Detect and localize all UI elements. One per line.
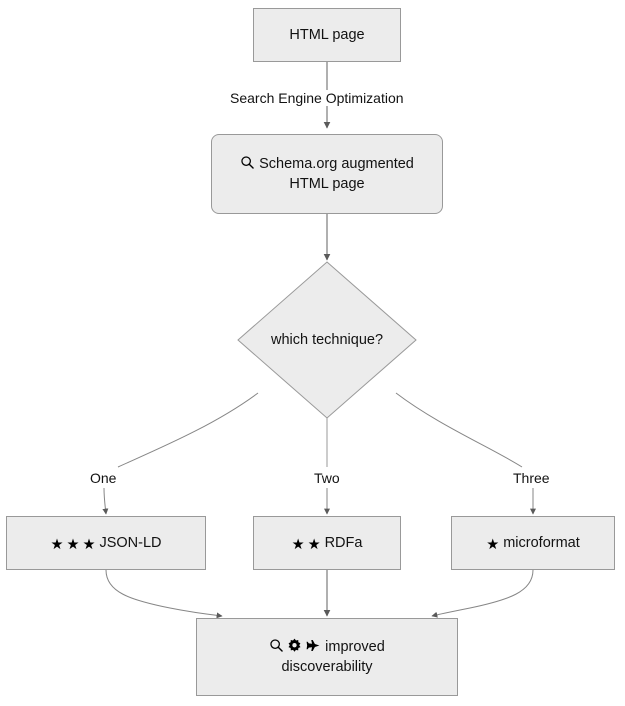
microformat-star-row: ★ bbox=[486, 538, 499, 553]
node-jsonld-content: ★ ★ ★ JSON-LD bbox=[7, 533, 205, 553]
star-icon: ★ bbox=[66, 537, 80, 553]
node-discoverability-line1: improved bbox=[325, 639, 385, 655]
search-icon bbox=[269, 638, 284, 657]
node-decision-label: which technique? bbox=[270, 332, 384, 348]
node-schema-page-line2: HTML page bbox=[289, 176, 365, 192]
node-microformat[interactable]: ★ microformat bbox=[451, 516, 615, 570]
node-schema-page-line1: Schema.org augmented bbox=[259, 156, 414, 172]
decision-diamond-shape bbox=[237, 261, 417, 419]
schema-icon-row bbox=[240, 155, 255, 174]
node-jsonld-label: JSON-LD bbox=[99, 535, 162, 551]
node-rdfa-label: RDFa bbox=[324, 535, 363, 551]
star-icon: ★ bbox=[307, 537, 321, 553]
edge-label-three: Three bbox=[511, 470, 552, 486]
node-schema-page[interactable]: Schema.org augmented HTML page bbox=[211, 134, 443, 214]
node-schema-page-content: Schema.org augmented HTML page bbox=[212, 154, 442, 194]
node-html-page-label: HTML page bbox=[289, 27, 365, 43]
airplane-icon bbox=[305, 638, 321, 657]
edge-label-seo: Search Engine Optimization bbox=[228, 90, 406, 106]
node-decision[interactable]: which technique? bbox=[237, 261, 417, 419]
edge-jsonld-to-discoverability bbox=[105, 569, 223, 619]
star-icon: ★ bbox=[82, 537, 96, 553]
node-discoverability-line2: discoverability bbox=[281, 659, 373, 675]
search-icon bbox=[240, 155, 255, 174]
node-microformat-content: ★ microformat bbox=[452, 533, 614, 553]
node-jsonld[interactable]: ★ ★ ★ JSON-LD bbox=[6, 516, 206, 570]
node-html-page[interactable]: HTML page bbox=[253, 8, 401, 62]
edge-microformat-to-discoverability bbox=[431, 569, 534, 618]
edge-label-two: Two bbox=[312, 470, 342, 486]
node-rdfa[interactable]: ★ ★ RDFa bbox=[253, 516, 401, 570]
edge-label-one: One bbox=[88, 470, 119, 486]
rdfa-star-row: ★ ★ bbox=[292, 538, 321, 553]
jsonld-star-row: ★ ★ ★ bbox=[50, 538, 95, 553]
node-microformat-label: microformat bbox=[503, 535, 580, 551]
star-icon: ★ bbox=[50, 537, 64, 553]
node-rdfa-content: ★ ★ RDFa bbox=[254, 533, 400, 553]
star-icon: ★ bbox=[486, 537, 500, 553]
node-discoverability[interactable]: improved discoverability bbox=[196, 618, 458, 696]
gear-icon bbox=[287, 638, 302, 657]
edge-decision-to-jsonld-lower bbox=[102, 487, 109, 515]
node-discoverability-content: improved discoverability bbox=[197, 637, 457, 677]
discoverability-icon-row bbox=[269, 638, 321, 657]
star-icon: ★ bbox=[291, 537, 305, 553]
